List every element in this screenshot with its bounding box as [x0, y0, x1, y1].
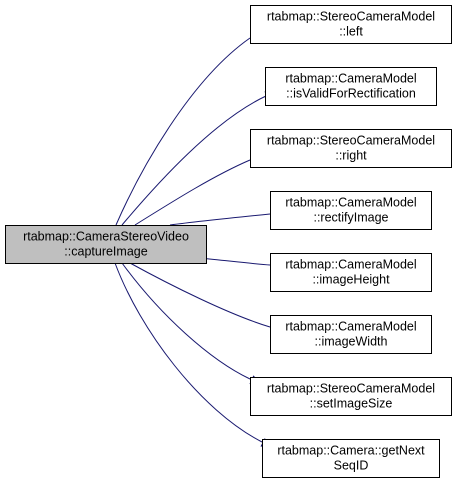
callee-node-line1: rtabmap::StereoCameraModel: [267, 10, 435, 24]
callee-node-line2: ::right: [335, 149, 367, 163]
callee-node-rectify-image[interactable]: rtabmap::CameraModel ::rectifyImage: [270, 191, 432, 230]
call-edge: [121, 95, 267, 226]
callee-node-set-image-size[interactable]: rtabmap::StereoCameraModel ::setImageSiz…: [250, 377, 452, 416]
call-edge: [115, 37, 251, 226]
call-edge: [121, 262, 251, 380]
callee-node-line2: ::imageHeight: [312, 273, 390, 287]
callee-node-line2: ::setImageSize: [310, 397, 393, 411]
callee-node-is-valid-for-rectification[interactable]: rtabmap::CameraModel ::isValidForRectifi…: [265, 67, 437, 106]
call-edge: [129, 262, 271, 328]
call-edge: [114, 262, 263, 443]
callee-node-line2: ::left: [339, 25, 363, 39]
callee-node-image-width[interactable]: rtabmap::CameraModel ::imageWidth: [270, 315, 432, 354]
callee-node-right[interactable]: rtabmap::StereoCameraModel ::right: [250, 129, 452, 168]
root-node-line2: ::captureImage: [64, 245, 147, 259]
root-node[interactable]: rtabmap::CameraStereoVideo ::captureImag…: [5, 225, 207, 264]
callee-node-line2: ::rectifyImage: [313, 211, 388, 225]
callee-node-left[interactable]: rtabmap::StereoCameraModel ::left: [250, 5, 452, 44]
callee-node-line2: ::isValidForRectification: [286, 87, 416, 101]
callee-node-line1: rtabmap::CameraModel: [285, 72, 416, 86]
callee-node-line1: rtabmap::CameraModel: [285, 320, 416, 334]
callee-node-line1: rtabmap::Camera::getNext: [277, 444, 425, 458]
callee-node-image-height[interactable]: rtabmap::CameraModel ::imageHeight: [270, 253, 432, 292]
root-node-line1: rtabmap::CameraStereoVideo: [23, 230, 189, 244]
callee-node-line2: SeqID: [334, 459, 369, 473]
callee-node-line1: rtabmap::StereoCameraModel: [267, 134, 435, 148]
call-edge: [134, 159, 251, 226]
callee-node-line1: rtabmap::CameraModel: [285, 196, 416, 210]
callee-node-line2: ::imageWidth: [315, 335, 388, 349]
callee-node-get-next-seq-id[interactable]: rtabmap::Camera::getNext SeqID: [262, 439, 440, 478]
callee-node-line1: rtabmap::StereoCameraModel: [267, 382, 435, 396]
callee-node-line1: rtabmap::CameraModel: [285, 258, 416, 272]
call-edge: [169, 213, 271, 226]
call-edge: [199, 257, 271, 266]
